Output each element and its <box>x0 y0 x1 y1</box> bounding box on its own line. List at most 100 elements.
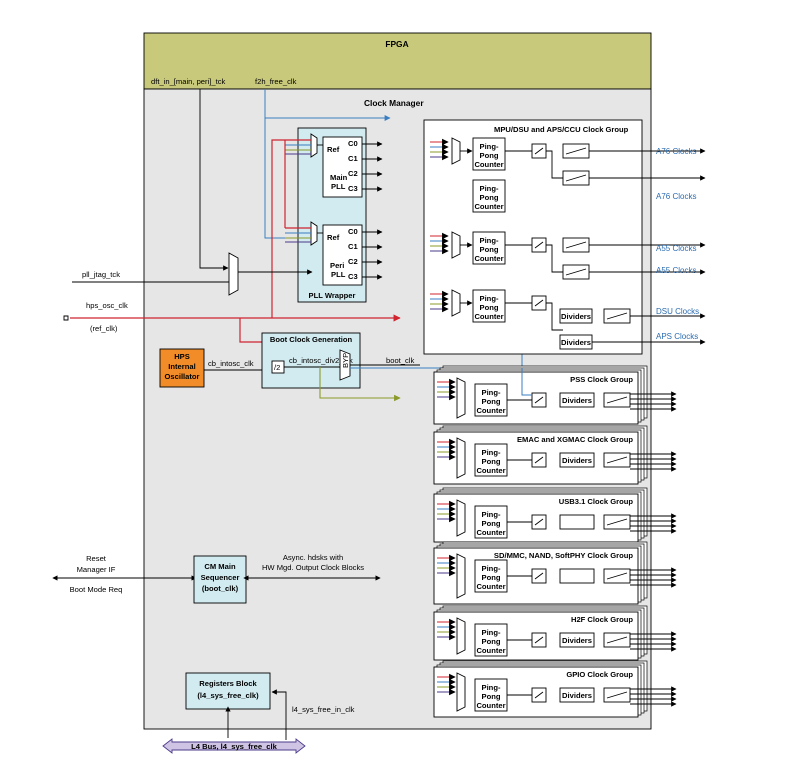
dividers-block <box>559 452 595 468</box>
ping-line1: Ping- <box>480 184 499 193</box>
ping-line2: Pong <box>480 245 499 254</box>
l4-sys-free-in-label: l4_sys_free_in_clk <box>292 705 355 714</box>
peri-pll-ref: Ref <box>327 233 340 242</box>
byp-label: BYP <box>341 353 350 368</box>
a76-clocks-2: A76 Clocks <box>656 192 696 201</box>
main-pll-c2: C2 <box>348 169 358 178</box>
group-title: USB3.1 Clock Group <box>559 497 634 506</box>
peri-pll <box>322 224 363 286</box>
gate-mark <box>606 518 628 526</box>
ping-line1: Ping- <box>482 388 501 397</box>
div2-signal-label: cb_intosc_div2_clk <box>289 356 353 365</box>
ping-line3: Counter <box>476 466 505 475</box>
cm-main-line2: Sequencer <box>201 573 240 582</box>
dividers-block <box>559 514 595 530</box>
gate-mark <box>534 518 544 526</box>
ping-line3: Counter <box>476 528 505 537</box>
gate-mark <box>606 691 628 699</box>
boot-clk-label: boot_clk <box>386 356 414 365</box>
gate-mark <box>534 456 544 464</box>
dividers-block <box>559 308 593 324</box>
cm-main-line1: CM Main <box>204 562 236 571</box>
ping-line2: Pong <box>482 637 501 646</box>
mpu-rows: Ping-PongCounterPing-PongCounterPing-Pon… <box>430 137 706 350</box>
source-mux <box>456 437 466 479</box>
peri-pll-c3: C3 <box>348 272 358 281</box>
l4-bus-label: L4 Bus, l4_sys_free_clk <box>191 742 277 751</box>
cm-main-line3: (boot_clk) <box>202 584 239 593</box>
ping-pong-counter <box>474 383 508 417</box>
ping-line1: Ping- <box>482 628 501 637</box>
dft-signal-label: dft_in_[main, peri]_tck <box>151 77 225 86</box>
ping-line2: Pong <box>482 519 501 528</box>
a76-clocks-1: A76 Clocks <box>656 147 696 156</box>
dividers-block <box>559 632 595 648</box>
hps-internal-oscillator <box>159 348 205 388</box>
peri-pll-c2: C2 <box>348 257 358 266</box>
source-mux <box>451 231 461 259</box>
clock-manager-title: Clock Manager <box>364 98 424 108</box>
ping-line2: Pong <box>480 303 499 312</box>
main-pll-ref: Ref <box>327 145 340 154</box>
ping-line3: Counter <box>474 160 503 169</box>
ping-line2: Pong <box>482 573 501 582</box>
main-pll-mux <box>310 133 318 158</box>
osc-line2: Internal <box>168 362 195 371</box>
group-title: PSS Clock Group <box>570 375 633 384</box>
a55-clocks-1: A55 Clocks <box>656 244 696 253</box>
pll-jtag-label: pll_jtag_tck <box>82 270 120 279</box>
mpu-group-title: MPU/DSU and APS/CCU Clock Group <box>494 125 629 134</box>
source-mux <box>456 553 466 599</box>
gate-mark <box>606 396 628 404</box>
osc-line1: HPS <box>174 352 190 361</box>
hps-osc-label: hps_osc_clk <box>86 301 128 310</box>
l4-bus[interactable] <box>162 738 306 754</box>
cb-intosc-label: cb_intosc_clk <box>208 359 254 368</box>
gate-mark <box>606 456 628 464</box>
ping-pong-counter <box>472 231 506 265</box>
peri-pll-name2: PLL <box>331 270 346 279</box>
ping-line1: Ping- <box>482 683 501 692</box>
wire <box>546 150 563 179</box>
main-pll-name: Main <box>330 173 348 182</box>
dividers-label: Dividers <box>562 456 592 465</box>
gate-mark <box>606 572 628 580</box>
ping-line1: Ping- <box>480 142 499 151</box>
ping-pong-counter <box>472 289 506 323</box>
gate-mark <box>534 572 544 580</box>
registers-line2: (l4_sys_free_clk) <box>197 691 259 700</box>
ref-clk-label: (ref_clk) <box>90 324 118 333</box>
dividers-label: Dividers <box>562 691 592 700</box>
a55-clocks-2: A55 Clocks <box>656 266 696 275</box>
f2h-signal-label: f2h_free_clk <box>255 77 297 86</box>
ping-line1: Ping- <box>482 564 501 573</box>
cm-main-sequencer[interactable] <box>193 555 247 604</box>
ping-pong-counter <box>474 443 508 477</box>
dividers-block <box>559 392 595 408</box>
peri-pll-name: Peri <box>330 261 344 270</box>
jtag-mux <box>228 252 239 296</box>
ping-line3: Counter <box>476 406 505 415</box>
registers-block[interactable] <box>185 672 271 710</box>
source-mux <box>451 289 461 317</box>
group-title: EMAC and XGMAC Clock Group <box>517 435 633 444</box>
peri-pll-mux <box>310 221 318 246</box>
aps-clocks: APS Clocks <box>656 332 698 341</box>
main-pll-c3: C3 <box>348 184 358 193</box>
reset-label-2: Manager IF <box>77 565 116 574</box>
dividers-label: Dividers <box>562 396 592 405</box>
main-pll-name2: PLL <box>331 182 346 191</box>
dividers-label: Dividers <box>562 636 592 645</box>
source-mux <box>456 617 466 655</box>
boot-mode-label: Boot Mode Req <box>70 585 123 594</box>
fpga-title: FPGA <box>385 39 408 49</box>
ping-line3: Counter <box>474 312 503 321</box>
ping-line2: Pong <box>482 692 501 701</box>
gate-mark <box>534 147 544 155</box>
dividers-label: Dividers <box>561 312 591 321</box>
ping-line2: Pong <box>480 193 499 202</box>
pll-wrapper-title: PLL Wrapper <box>309 291 356 300</box>
peri-pll-c0: C0 <box>348 227 358 236</box>
ping-pong-counter <box>474 623 508 657</box>
